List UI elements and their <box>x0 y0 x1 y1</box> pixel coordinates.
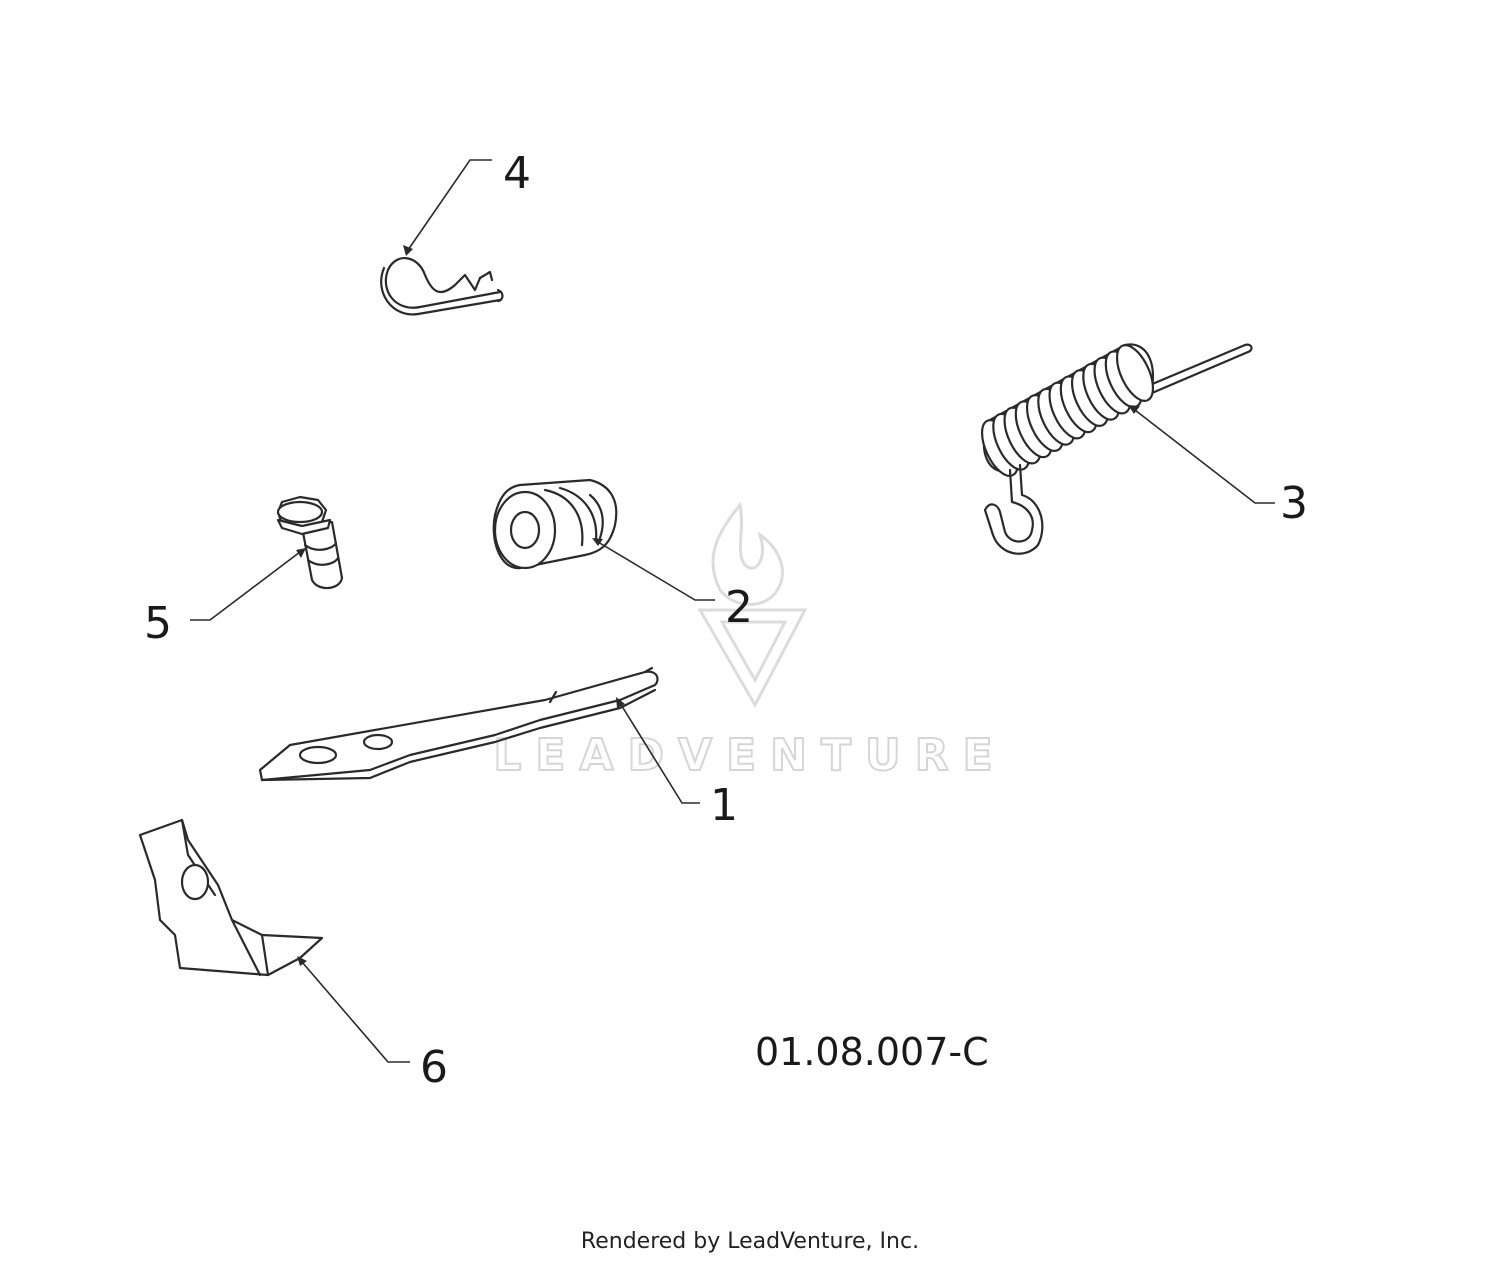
leader-6 <box>301 961 410 1063</box>
leader-1 <box>619 702 700 804</box>
part-1-lever-plate[interactable] <box>258 666 659 782</box>
part-3-extension-spring[interactable] <box>975 340 1253 555</box>
part-2-spacer[interactable] <box>492 478 618 570</box>
part-6-angle-bracket[interactable] <box>138 818 324 977</box>
callout-5: 5 <box>144 598 172 649</box>
diagram-code: 01.08.007-C <box>755 1030 989 1074</box>
leader-4 <box>407 159 492 251</box>
leader-2 <box>597 541 715 601</box>
callout-1: 1 <box>710 780 738 831</box>
callout-6: 6 <box>420 1042 448 1093</box>
callout-3: 3 <box>1280 478 1308 529</box>
spring-coil <box>1115 344 1155 402</box>
leader-lines <box>190 159 1275 1063</box>
callout-4: 4 <box>503 148 531 199</box>
part-5-flange-bolt[interactable] <box>276 495 344 590</box>
watermark-logo <box>697 501 808 709</box>
leader-3 <box>1134 409 1275 504</box>
credit-line: Rendered by LeadVenture, Inc. <box>581 1229 919 1254</box>
watermark-text: LEADVENTURE <box>493 730 1006 781</box>
part-4-hairpin-clip[interactable] <box>380 257 504 316</box>
callout-2: 2 <box>725 582 753 633</box>
leader-5 <box>190 551 301 621</box>
